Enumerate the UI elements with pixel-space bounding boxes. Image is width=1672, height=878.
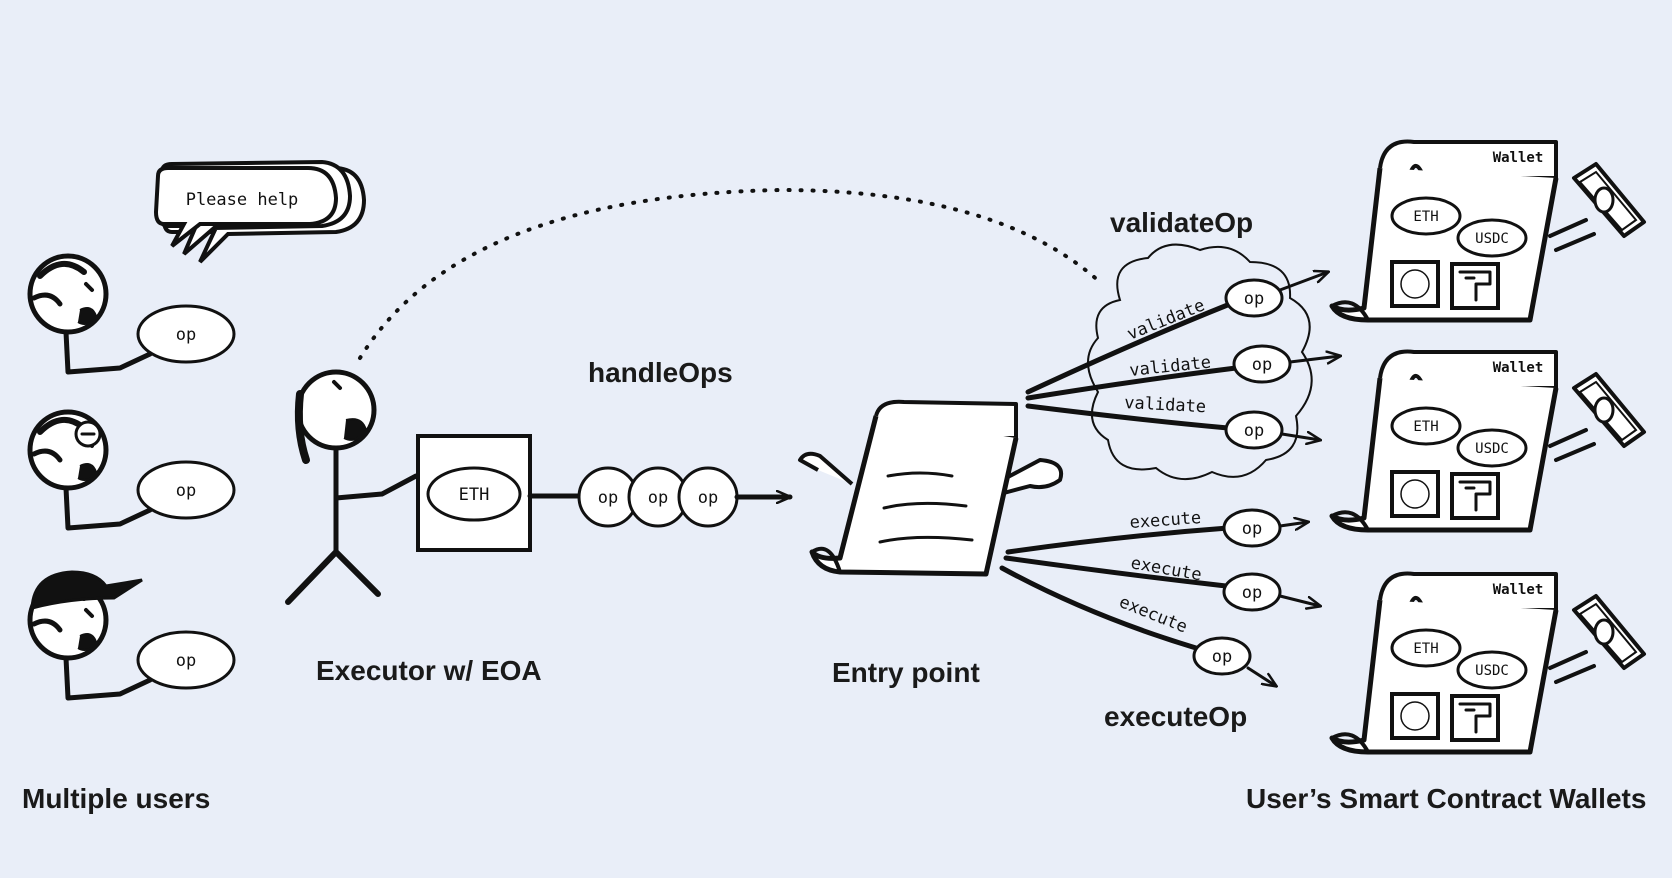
eth-token: ETH	[459, 485, 490, 505]
speech-text: Please help	[186, 190, 299, 210]
label-execute-op: executeOp	[1104, 701, 1247, 732]
usdc-token: USDC	[1475, 231, 1509, 247]
eoa-wallet: ETH	[416, 434, 532, 552]
label-validate-op: validateOp	[1110, 207, 1253, 238]
op-token: op	[1244, 421, 1264, 441]
wallet-3: Wallet ETH USDC	[1332, 574, 1644, 752]
cap-icon	[30, 570, 143, 610]
label-handle-ops: handleOps	[588, 357, 733, 388]
op-token: op	[1252, 355, 1272, 375]
op-token: op	[1244, 289, 1264, 309]
op-token: op	[648, 488, 668, 508]
op-token: op	[176, 651, 196, 671]
speech-bubble: Please help	[153, 159, 367, 264]
op-token: op	[176, 325, 196, 345]
wallet-title: Wallet	[1493, 150, 1544, 166]
op-token: op	[598, 488, 618, 508]
validate-label: validate	[1124, 393, 1207, 417]
label-wallets: User’s Smart Contract Wallets	[1246, 783, 1646, 814]
wallet-1: Wallet ETH USDC	[1332, 142, 1644, 320]
op-token: op	[1242, 519, 1262, 539]
op-token: op	[1242, 583, 1262, 603]
eth-token: ETH	[1413, 641, 1438, 657]
usdc-token: USDC	[1475, 663, 1509, 679]
wallet-2: Wallet ETH USDC	[1332, 352, 1644, 530]
user-2: op	[30, 412, 236, 528]
wallet-title: Wallet	[1493, 360, 1544, 376]
user-3: op	[30, 570, 236, 698]
op-token: op	[176, 481, 196, 501]
execute-label: execute	[1129, 508, 1202, 533]
label-entry-point: Entry point	[832, 657, 980, 688]
eth-token: ETH	[1413, 209, 1438, 225]
op-token: op	[698, 488, 718, 508]
entry-point-scroll-icon	[798, 399, 1063, 577]
user-1: op	[30, 256, 236, 372]
op-token: op	[1212, 647, 1232, 667]
usdc-token: USDC	[1475, 441, 1509, 457]
label-executor: Executor w/ EOA	[316, 655, 542, 686]
cloud-icon	[1087, 243, 1313, 480]
eth-token: ETH	[1413, 419, 1438, 435]
label-multiple-users: Multiple users	[22, 783, 210, 814]
dotted-connection	[358, 187, 1104, 360]
executor-icon	[285, 369, 419, 605]
handle-ops-bundle: op op op	[527, 466, 793, 528]
wallet-title: Wallet	[1493, 582, 1544, 598]
